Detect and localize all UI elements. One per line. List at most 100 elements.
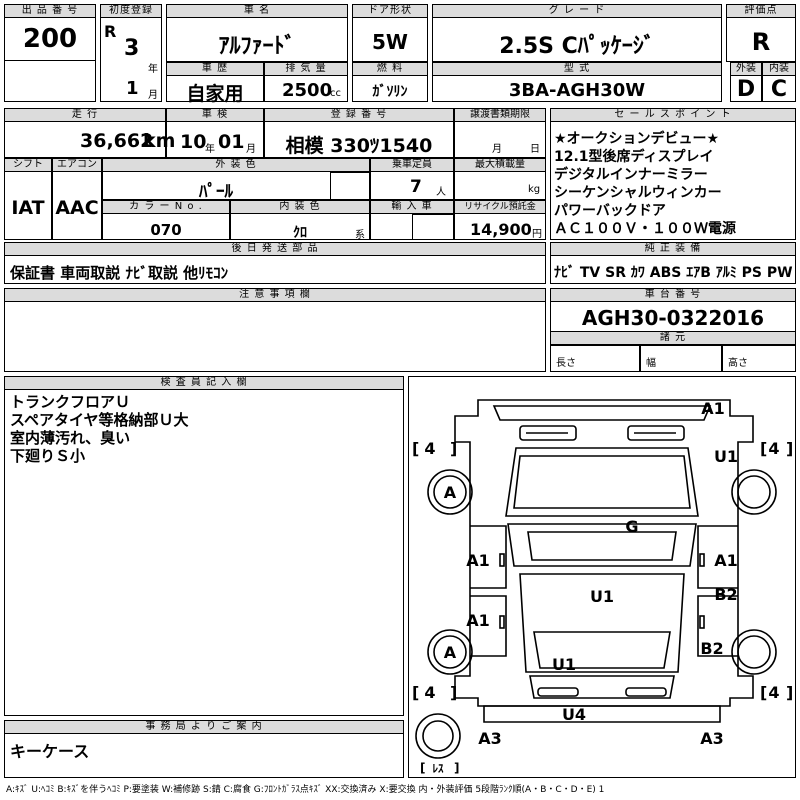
- displacement: 2500: [282, 80, 333, 101]
- grade: 2.5S Cﾊﾟｯｹｰｼﾞ: [499, 34, 655, 59]
- car-name-label: 車 名: [166, 4, 348, 18]
- tire-brackets: [ ] [ ] [ ] [ ] [ ]: [412, 439, 793, 775]
- inspection-month-unit: 月: [246, 144, 256, 155]
- first-registration-label: 初度登録: [100, 4, 162, 18]
- rear-bumper: [483, 705, 721, 723]
- mark-rear-left: A: [444, 643, 457, 662]
- wheel-rear-left: [427, 629, 473, 675]
- wheel-rear-left-inner: [433, 635, 467, 669]
- mark-rear-bumper-left: A3: [478, 729, 502, 748]
- height-cell: [722, 345, 796, 372]
- mark-rear-quarter-right: B2: [700, 639, 723, 658]
- inspector-note: スペアタイヤ等格納部Ｕ大: [10, 411, 189, 429]
- plate: 相模 330ﾂ1540: [285, 135, 433, 157]
- tire-bracket-front-right-close: ]: [786, 439, 793, 458]
- mark-rear-floor: U1: [552, 655, 576, 674]
- legend: A:ｷｽﾞ U:ﾍｺﾐ B:ｷｽﾞを伴うﾍｺﾐ P:要塗装 W:補修跡 S:錆 …: [6, 785, 605, 795]
- exterior-grade: D: [736, 77, 756, 102]
- door-label: ドア形状: [352, 4, 428, 18]
- inspector-note: 室内薄汚れ、臭い: [10, 429, 131, 447]
- hood-outline: [505, 447, 699, 517]
- wheel-front-right: [731, 469, 777, 515]
- exterior-color: ﾊﾟｰﾙ: [199, 182, 233, 202]
- car-name: ｱﾙﾌｧｰﾄﾞ: [218, 34, 296, 59]
- registration-month: 1: [126, 78, 139, 99]
- tire-bracket-rear-left-close: ]: [450, 683, 457, 702]
- capacity-unit: 人: [436, 187, 446, 198]
- inspector-label: 検 査 員 記 入 欄: [4, 376, 404, 390]
- headlight-right: [627, 425, 685, 441]
- tire-tread-rear-left: 4: [424, 683, 435, 702]
- mark-back-door: U4: [562, 705, 586, 724]
- recycle-amount: 14,900: [470, 220, 532, 239]
- front-bumper-panel: [492, 405, 712, 421]
- door-handle-right-rear: [699, 615, 705, 629]
- sales-point-list: ★オークションデビュー★ 12.1型後席ディスプレイ デジタルインナーミラー シ…: [554, 130, 736, 238]
- spare-tire-status: ﾚｽ: [433, 762, 444, 775]
- grade-label: グ レ ー ド: [432, 4, 722, 18]
- sales-point-item: シーケンシャルウィンカー: [554, 185, 722, 201]
- spare-tire-inner: [422, 720, 454, 752]
- back-door-outline: [529, 675, 675, 699]
- spare-bracket: [: [420, 761, 425, 775]
- tire-tread-rear-right: 4: [768, 683, 779, 702]
- mark-front-door-right: A1: [714, 551, 738, 570]
- wheel-front-left: [427, 469, 473, 515]
- chassis-label: 車 台 番 号: [550, 288, 796, 302]
- inspector-note: トランクフロアＵ: [10, 393, 131, 411]
- tail-light-right: [625, 687, 667, 697]
- interior-color-label: 内 装 色: [230, 200, 370, 214]
- history-label: 車 歴: [166, 62, 264, 76]
- score-label: 評価点: [726, 4, 796, 18]
- notes-label: 注 意 事 項 欄: [4, 288, 546, 302]
- mark-roof: G: [625, 517, 638, 536]
- lot-number-divider: [4, 60, 96, 102]
- lot-number-label: 出 品 番 号: [4, 4, 96, 18]
- tire-tread-front-right: 4: [768, 439, 779, 458]
- load-unit: kg: [528, 184, 541, 195]
- year-unit: 年: [148, 64, 158, 75]
- mark-rear-door-left: A1: [466, 611, 490, 630]
- wheel-front-right-inner: [737, 475, 771, 509]
- transfer-label: 譲渡書類期限: [454, 108, 546, 122]
- interior-color-unit: 系: [355, 230, 365, 241]
- mark-rear-door-right: B2: [714, 585, 737, 604]
- wheel-rear-right: [731, 629, 777, 675]
- cabin-outline: [519, 573, 685, 673]
- door-type: 5W: [372, 30, 408, 54]
- mark-hood-right: U1: [714, 447, 738, 466]
- office-label: 事 務 局 よ り ご 案 内: [4, 720, 404, 734]
- capacity: 7: [410, 177, 422, 197]
- month-unit: 月: [148, 90, 158, 101]
- model: 3BA-AGH30W: [508, 80, 646, 101]
- era: R: [104, 22, 117, 41]
- interior-label: 内装: [762, 62, 796, 76]
- front-door-left: [470, 525, 507, 589]
- body-outline: [454, 399, 754, 707]
- interior-grade: C: [770, 77, 788, 102]
- mark-front-left: A: [444, 483, 457, 502]
- rear-window: [533, 631, 671, 669]
- import-sub-cell: [412, 214, 454, 240]
- sales-point-label: セ ー ル ス ポ イ ン ト: [550, 108, 796, 122]
- rear-door-left: [470, 595, 507, 657]
- tail-light-left: [537, 687, 579, 697]
- tire-tread-front-left: 4: [424, 439, 435, 458]
- interior-color: ｸﾛ: [293, 225, 307, 241]
- equipment-label: 純 正 装 備: [550, 242, 796, 256]
- shift: IAT: [11, 197, 45, 219]
- transfer-month-unit: 月: [492, 144, 502, 155]
- inspector-note: 下廻りＳ小: [10, 447, 86, 465]
- roof-outline: [507, 523, 697, 567]
- sales-point-item: ★オークションデビュー★: [554, 131, 720, 147]
- length-label: 長さ: [556, 358, 576, 369]
- inspection-label: 車 検: [166, 108, 264, 122]
- equipment: ﾅﾋﾞ TV SR ｶﾜ ABS ｴｱB ｱﾙﾐ PS PW: [554, 265, 793, 281]
- specs-label: 諸 元: [550, 331, 796, 345]
- lot-number: 200: [22, 24, 78, 54]
- wheel-front-left-inner: [433, 475, 467, 509]
- import-label: 輸 入 車: [370, 200, 454, 214]
- wheel-rear-right-inner: [737, 635, 771, 669]
- windshield-outline: [513, 455, 691, 509]
- width-cell: [640, 345, 722, 372]
